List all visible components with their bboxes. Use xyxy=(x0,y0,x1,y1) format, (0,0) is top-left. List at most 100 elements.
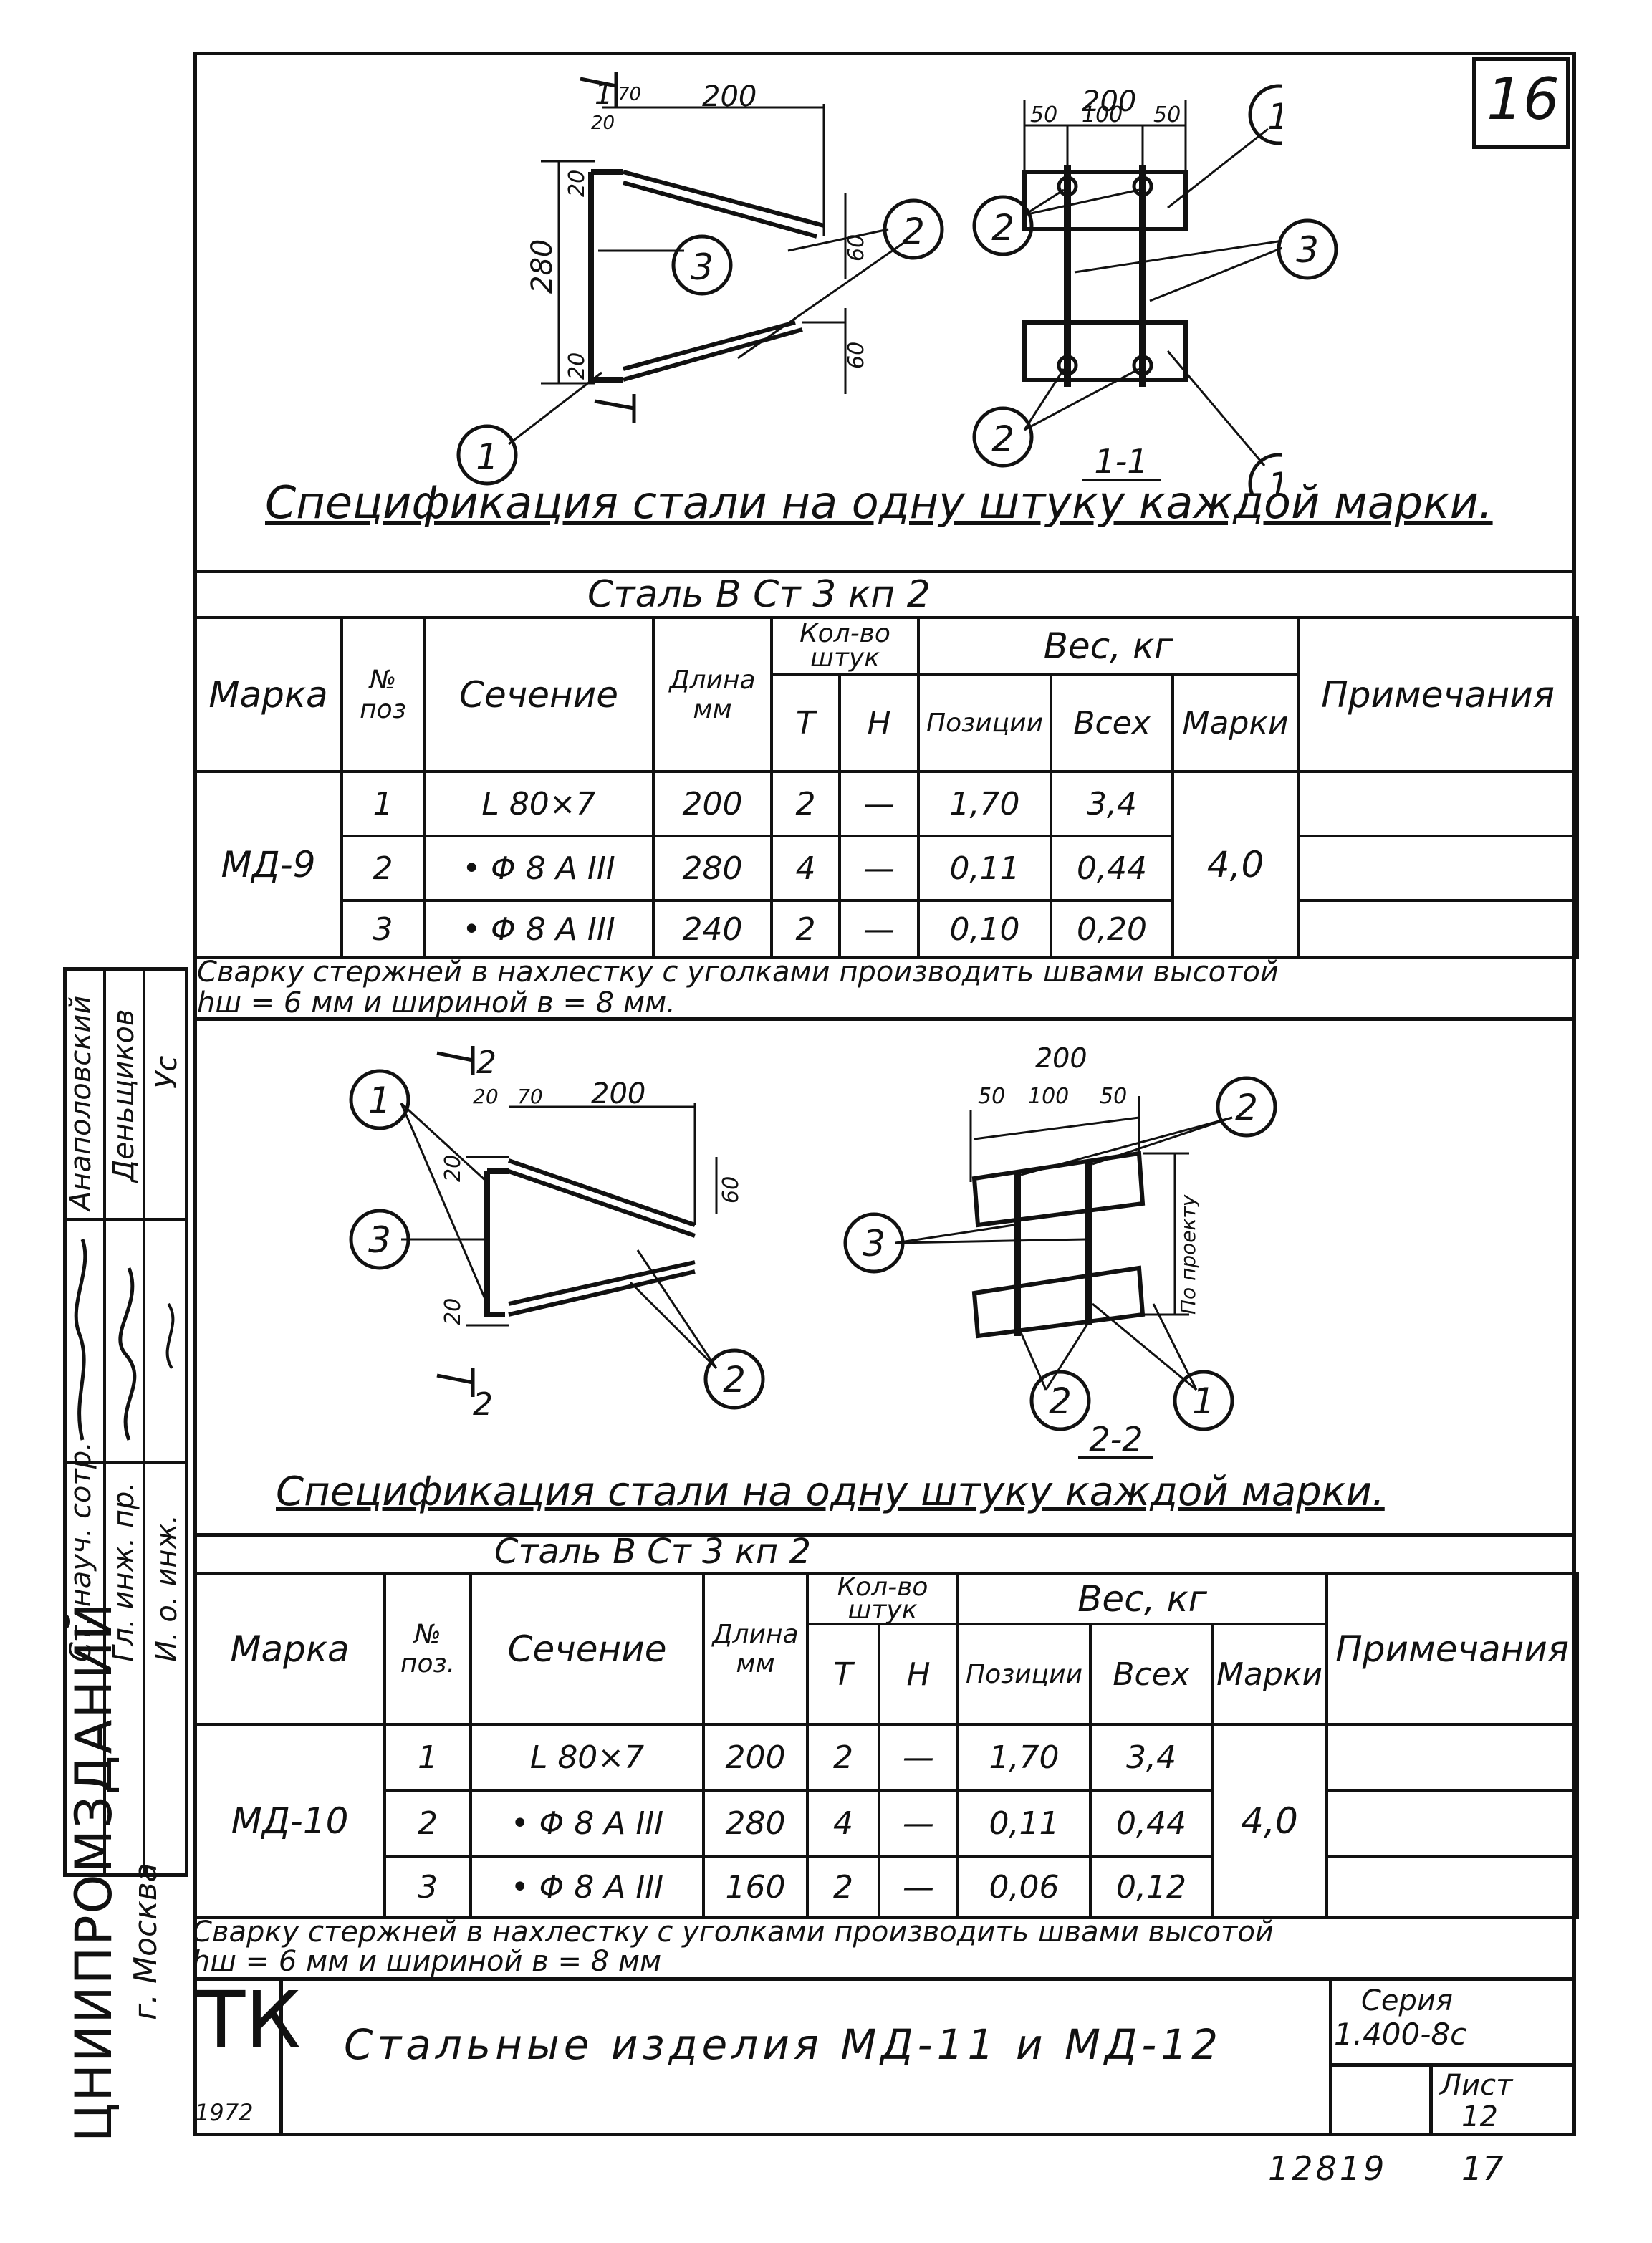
s2-cut-top: 2 xyxy=(476,1044,496,1081)
s2-spec-title: Спецификация стали на одну штуку каждой … xyxy=(276,1469,1385,1515)
side-short1: Ус xyxy=(150,1055,183,1089)
s1-r3-notes xyxy=(1297,899,1580,959)
s2-note-line2: hш = 6 мм и шириной в = 8 мм xyxy=(192,1945,662,1978)
s2-r3-notes xyxy=(1325,1855,1580,1919)
s2-r2-n: — xyxy=(877,1789,960,1858)
side-signatures xyxy=(74,1239,175,1441)
s1-pos1-label: 1 xyxy=(476,436,499,478)
s2-r2-t: 4 xyxy=(806,1789,880,1858)
s1-r1-section: L 80×7 xyxy=(423,770,655,837)
side-block-rule1 xyxy=(63,1461,188,1464)
s1-cut-title: 1-1 xyxy=(1094,442,1148,481)
s1-dim-20a: 20 xyxy=(591,112,615,134)
s1-h-w-mark: Марки xyxy=(1171,673,1300,773)
s2-r1-t: 2 xyxy=(806,1723,880,1792)
s2-pos3: 3 xyxy=(368,1219,391,1261)
s2-r1-notes xyxy=(1325,1723,1580,1792)
s2-divider xyxy=(193,1533,1576,1537)
s1-h-w-all: Всех xyxy=(1050,673,1175,773)
side-sign-column xyxy=(63,967,145,1877)
s2-r1-w-pos: 1,70 xyxy=(956,1723,1092,1792)
s1-sec-pos1b: 1 xyxy=(1267,465,1282,494)
s1-h-weight: Вес, кг xyxy=(917,616,1300,676)
footer-page: 17 xyxy=(1461,2149,1504,2188)
s2-r2-pos: 2 xyxy=(383,1789,472,1858)
s1-r3-w-all: 0,20 xyxy=(1050,899,1175,959)
s1-h-length: Длина мм xyxy=(652,616,773,773)
side-name1: Анаполовский xyxy=(64,995,97,1211)
title-block-top-rule xyxy=(193,1977,1576,1981)
section2-drawings: 1 3 2 2 2 20 70 200 20 20 60 200 50 100 … xyxy=(349,1042,1277,1459)
s1-r3-section: • Φ 8 A III xyxy=(423,899,655,959)
s1-r3-n: — xyxy=(837,899,921,959)
s1-r3-w-pos: 0,10 xyxy=(917,899,1053,959)
s2-r3-w-all: 0,12 xyxy=(1089,1855,1214,1919)
footer-code: 12819 xyxy=(1268,2149,1388,2188)
s2-h-mark: Марка xyxy=(193,1572,386,1726)
title-block-sheet-rule xyxy=(1329,2063,1576,2067)
s2-sec-pos2a: 2 xyxy=(1235,1087,1258,1128)
s2-h-w-mark: Марки xyxy=(1211,1623,1329,1726)
s2-mark: МД-10 xyxy=(193,1723,386,1919)
s2-sec-dim-50b: 50 xyxy=(1100,1084,1127,1109)
s2-h-qty-n: Н xyxy=(877,1623,960,1726)
s1-pos3-label: 3 xyxy=(691,246,714,288)
s1-r3-length: 240 xyxy=(652,899,773,959)
s1-pos2-label: 2 xyxy=(902,211,925,252)
s1-r2-w-all: 0,44 xyxy=(1050,835,1175,902)
s2-r2-w-pos: 0,11 xyxy=(956,1789,1092,1858)
side-institute: ЦНИИПРОМЗДАНИЙ xyxy=(64,1601,123,2142)
s1-sec-dim-50b: 50 xyxy=(1153,102,1181,128)
s1-h-w-pos: Позиции xyxy=(917,673,1053,773)
s2-by-project: По проекту xyxy=(1176,1194,1200,1315)
s2-h-w-all: Всех xyxy=(1089,1623,1214,1726)
s2-spec-table: Марка № поз. Сечение Длина мм Кол-во шту… xyxy=(193,1572,1580,1919)
sheet-label: Лист xyxy=(1440,2069,1513,2102)
title-block-sheet-divider xyxy=(1429,2063,1433,2136)
s1-dim-70: 70 xyxy=(618,84,641,105)
s1-sec-pos2a: 2 xyxy=(991,207,1014,249)
s2-r3-n: — xyxy=(877,1855,960,1919)
s2-dim-60: 60 xyxy=(719,1176,744,1204)
s2-dim-200: 200 xyxy=(591,1077,645,1110)
s1-r1-n: — xyxy=(837,770,921,837)
s2-r3-w-pos: 0,06 xyxy=(956,1855,1092,1919)
s1-r1-notes xyxy=(1297,770,1580,837)
side-block-rule2 xyxy=(63,1218,188,1221)
s2-r2-notes xyxy=(1325,1789,1580,1858)
s1-r2-section: • Φ 8 A III xyxy=(423,835,655,902)
s2-h-qty-t: Т xyxy=(806,1623,880,1726)
s1-dim-20b: 20 xyxy=(565,170,590,197)
s2-h-notes: Примечания xyxy=(1325,1572,1580,1726)
s2-r3-t: 2 xyxy=(806,1855,880,1919)
s1-r1-length: 200 xyxy=(652,770,773,837)
s1-r1-pos: 1 xyxy=(340,770,426,837)
s2-r3-pos: 3 xyxy=(383,1855,472,1919)
s2-h-length: Длина мм xyxy=(702,1572,809,1726)
s2-sec-pos2b: 2 xyxy=(1049,1380,1072,1422)
s2-steel-grade: Сталь В Ст 3 кп 2 xyxy=(494,1532,812,1572)
s2-mark-weight: 4,0 xyxy=(1211,1723,1329,1919)
s1-dim-60a: 60 xyxy=(844,234,869,261)
s2-r2-w-all: 0,44 xyxy=(1089,1789,1214,1858)
s1-dim-20c: 20 xyxy=(565,352,590,380)
side-signature-block xyxy=(63,967,188,1877)
s2-r1-w-all: 3,4 xyxy=(1089,1723,1214,1792)
side-role-column xyxy=(63,967,106,1877)
s2-note-line1: Сварку стержней в нахлестку с уголками п… xyxy=(192,1916,1274,1949)
title-block-tk-divider xyxy=(279,1977,283,2136)
side-name2: Деньщиков xyxy=(107,1009,140,1182)
s2-dim-20: 20 xyxy=(473,1085,499,1108)
s1-cut-mark: 1 xyxy=(595,78,613,111)
s1-note-line1: Сварку стержней в нахлестку с уголками п… xyxy=(197,956,1279,989)
s1-bottom-rule xyxy=(193,1017,1576,1021)
tk-logo: ТК xyxy=(197,1974,302,2066)
s1-h-notes: Примечания xyxy=(1297,616,1580,773)
s2-cut-title: 2-2 xyxy=(1089,1420,1143,1459)
s2-sec-dim-100: 100 xyxy=(1028,1084,1069,1109)
sheet-value: 12 xyxy=(1461,2100,1498,2133)
sheet-corner-number: 16 xyxy=(1487,66,1560,133)
title-block-series-divider xyxy=(1329,1977,1332,2136)
s1-r3-t: 2 xyxy=(770,899,841,959)
